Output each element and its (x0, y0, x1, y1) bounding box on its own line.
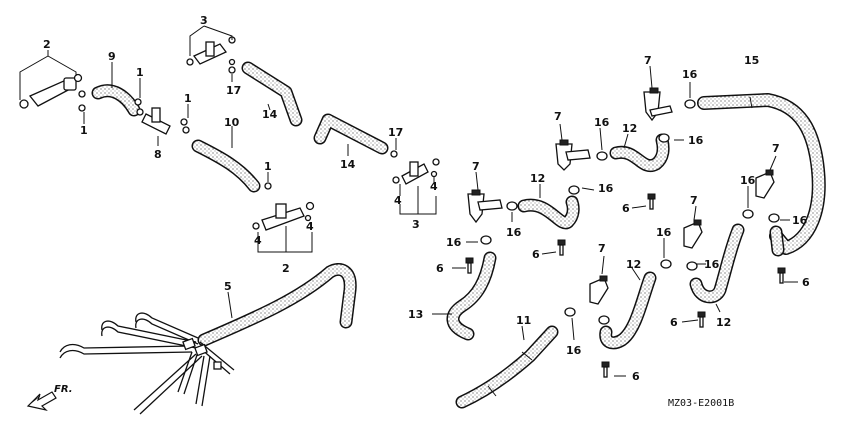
callout-14: 14 (262, 108, 278, 121)
callout-16: 16 (506, 226, 522, 239)
callout-7: 7 (554, 110, 562, 123)
joint-3-lower (392, 158, 440, 185)
valve-7-f (589, 275, 609, 305)
callout-13: 13 (408, 308, 423, 321)
callout-16: 16 (656, 226, 672, 239)
callout-6: 6 (436, 262, 444, 275)
callout-2: 2 (43, 38, 51, 51)
hose-9 (91, 84, 141, 117)
bolts-6 (465, 193, 786, 378)
callout-1: 1 (136, 66, 144, 79)
hose-12-a (609, 133, 670, 173)
hose-12-d (599, 271, 657, 350)
callout-4: 4 (430, 180, 438, 193)
hose-14-right (313, 113, 389, 155)
callout-16: 16 (598, 182, 614, 195)
hose-14-left (241, 61, 303, 127)
callout-12: 12 (530, 172, 545, 185)
callout-7: 7 (598, 242, 606, 255)
callout-17: 17 (226, 84, 241, 97)
callout-2: 2 (282, 262, 290, 275)
hose-13 (446, 251, 497, 341)
callout-16: 16 (566, 344, 582, 357)
callout-4: 4 (254, 234, 262, 247)
valve-7-c (467, 189, 503, 224)
joint-3-upper (186, 36, 236, 66)
direction-label: FR. (54, 384, 73, 395)
callout-7: 7 (772, 142, 780, 155)
callout-14: 14 (340, 158, 356, 171)
hose-12-c (689, 223, 745, 304)
callout-6: 6 (622, 202, 630, 215)
valve-7-a (643, 87, 673, 122)
callout-15: 15 (744, 54, 759, 67)
hose-5 (197, 262, 357, 347)
hose-10 (191, 139, 261, 193)
clamps-16 (480, 99, 780, 325)
callout-16: 16 (704, 258, 720, 271)
callout-9: 9 (108, 50, 116, 63)
valve-7-d (755, 169, 775, 199)
hose-15 (697, 93, 826, 255)
callout-10: 10 (224, 116, 240, 129)
callout-16: 16 (446, 236, 462, 249)
callout-1: 1 (80, 124, 88, 137)
joint-2-lower (252, 201, 315, 231)
front-direction-arrow: FR. (26, 384, 73, 412)
callout-6: 6 (802, 276, 810, 289)
diagram-code: MZ03-E2001B (668, 398, 734, 409)
callout-7: 7 (690, 194, 698, 207)
callout-6: 6 (632, 370, 640, 383)
callout-16: 16 (740, 174, 756, 187)
callout-16: 16 (682, 68, 698, 81)
callout-16: 16 (792, 214, 808, 227)
joint-2-upper (19, 73, 86, 109)
leader-lines (19, 25, 798, 377)
callout-6: 6 (532, 248, 540, 261)
callout-16: 16 (594, 116, 610, 129)
tube-bundle (59, 312, 235, 415)
hose-12-b (517, 195, 580, 230)
callout-16: 16 (688, 134, 704, 147)
callout-17: 17 (388, 126, 403, 139)
hose-11 (455, 325, 559, 409)
callout-labels: 2 1 9 1 1 8 10 3 17 14 1 4 4 2 5 14 17 4… (43, 14, 810, 383)
callout-12: 12 (622, 122, 637, 135)
callout-6: 6 (670, 316, 678, 329)
callout-1: 1 (264, 160, 272, 173)
callout-5: 5 (224, 280, 232, 293)
callout-8: 8 (154, 148, 162, 161)
callout-7: 7 (472, 160, 480, 173)
callout-4: 4 (394, 194, 402, 207)
clips (78, 66, 398, 190)
callout-4: 4 (306, 220, 314, 233)
callout-1: 1 (184, 92, 192, 105)
valve-7-b (555, 139, 591, 171)
joint-8 (136, 107, 190, 135)
valve-7-e (683, 219, 703, 249)
callout-12: 12 (716, 316, 731, 329)
callout-3: 3 (412, 218, 420, 231)
callout-7: 7 (644, 54, 652, 67)
callout-12: 12 (626, 258, 641, 271)
callout-3: 3 (200, 14, 208, 27)
callout-11: 11 (516, 314, 531, 327)
hose-right-end (769, 225, 785, 257)
